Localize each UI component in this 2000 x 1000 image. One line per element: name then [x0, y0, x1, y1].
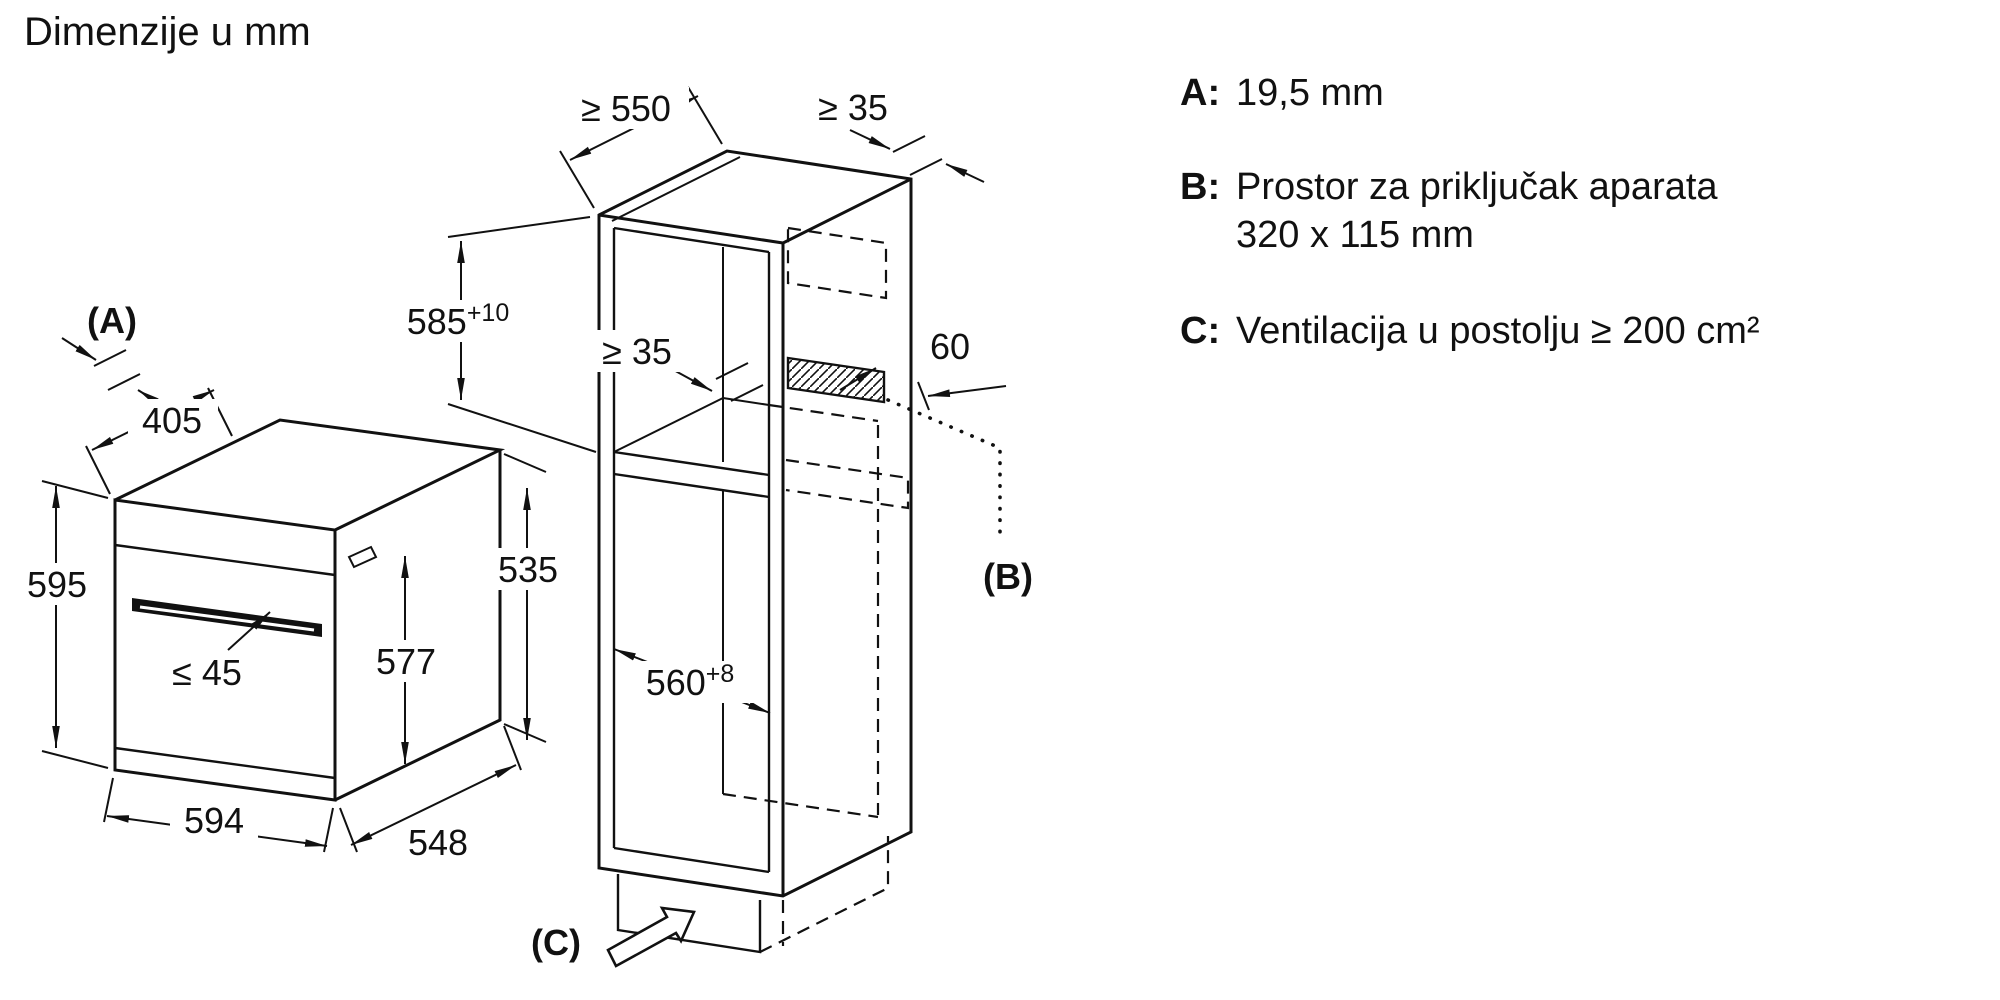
dim-side-height: 535 [490, 453, 566, 743]
cabinet-shelf [613, 450, 770, 499]
svg-text:577: 577 [376, 641, 436, 682]
dim-top-rear-gap: ≥ 35 [798, 86, 985, 183]
dim-oven-depth: 548 [339, 725, 522, 863]
oven-drawing: (A) 405 595 ≤ 45 [14, 300, 566, 863]
svg-text:405: 405 [142, 400, 202, 441]
shelf-rear-dashed [785, 458, 910, 510]
cabinet-base [616, 836, 890, 954]
svg-text:(B): (B) [983, 556, 1033, 597]
connection-space-hatch [786, 356, 886, 404]
dim-niche-width: 560+8 [613, 648, 771, 714]
svg-text:585+10: 585+10 [407, 299, 510, 342]
svg-text:535: 535 [498, 549, 558, 590]
dim-cabinet-depth: ≥ 550 [559, 86, 723, 209]
oven-side-detail [347, 545, 378, 569]
legend-key-a: A: [1180, 72, 1221, 114]
oven-handle [132, 598, 322, 637]
svg-text:≤ 45: ≤ 45 [172, 652, 242, 693]
svg-text:548: 548 [408, 822, 468, 863]
label-b-callout: (B) [886, 398, 1033, 597]
svg-text:≥ 35: ≥ 35 [602, 331, 672, 372]
rear-vent-dashed [786, 226, 888, 300]
svg-text:60: 60 [930, 326, 970, 367]
svg-text:(C): (C) [531, 922, 581, 963]
svg-text:≥ 35: ≥ 35 [818, 87, 888, 128]
dim-oven-height: 595 [14, 480, 109, 769]
svg-text:594: 594 [184, 800, 244, 841]
legend-value-c: Ventilacija u postolju ≥ 200 cm² [1236, 310, 1760, 352]
dim-top-depth: 405 [85, 387, 233, 495]
cabinet-drawing: ≥ 550 ≥ 35 585+10 [388, 86, 1033, 968]
hatch-pointer-arrow [839, 367, 877, 391]
legend-key-b: B: [1180, 166, 1221, 208]
dim-front-height: 577 [368, 556, 444, 764]
svg-text:595: 595 [27, 564, 87, 605]
label-c-callout: (C) [531, 906, 696, 968]
legend-row-c: C: Ventilacija u postolju ≥ 200 cm² [1180, 308, 1760, 356]
legend-key-c: C: [1180, 310, 1221, 352]
ventilation-arrow [606, 906, 696, 968]
dim-oven-width: 594 [103, 777, 334, 853]
dim-niche-height: 585+10 [388, 216, 597, 453]
page-title: Dimenzije u mm [24, 10, 311, 54]
svg-text:560+8: 560+8 [646, 660, 735, 703]
dim-a-offset: (A) [61, 300, 177, 415]
svg-text:≥ 550: ≥ 550 [581, 88, 671, 129]
dim-rear-offset: 60 [917, 326, 1007, 411]
legend-row-a: A: 19,5 mm [1180, 70, 1384, 118]
dim-rear-gap: ≥ 35 [580, 330, 764, 402]
dim-handle-depth: ≤ 45 [172, 611, 271, 693]
legend-value-a: 19,5 mm [1236, 72, 1384, 114]
svg-text:(A): (A) [87, 300, 137, 341]
